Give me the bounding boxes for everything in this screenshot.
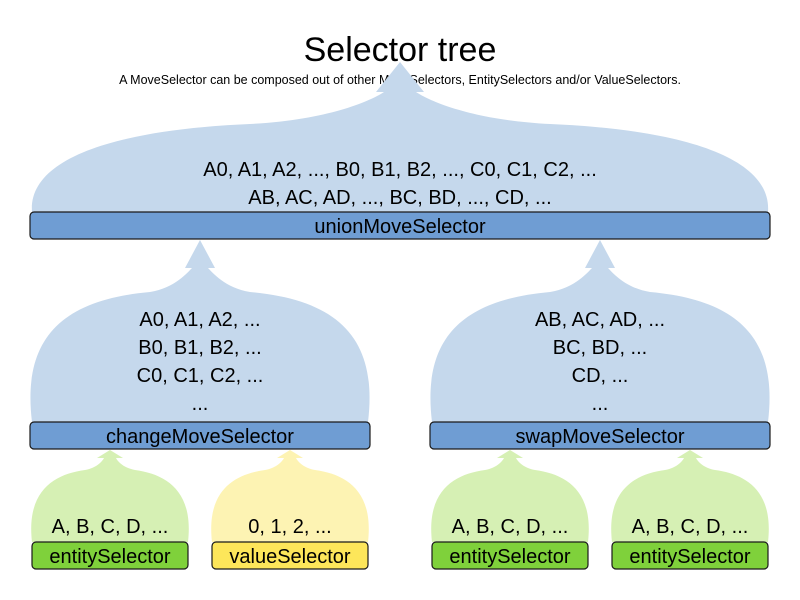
- entity-selector-label: entitySelector: [449, 546, 571, 568]
- change-move-selector-label: changeMoveSelector: [106, 426, 294, 448]
- entity-selector-label: entitySelector: [49, 546, 171, 568]
- change-line-4: ...: [192, 393, 209, 415]
- leaf-output-shape: [611, 450, 769, 542]
- entity-selector-box: [31, 541, 189, 570]
- union-move-selector-label: unionMoveSelector: [314, 216, 486, 238]
- leaf-output-shape: [31, 450, 189, 542]
- value-selector-label: valueSelector: [229, 546, 351, 568]
- swap-move-selector-label: swapMoveSelector: [516, 426, 685, 448]
- change-line-1: A0, A1, A2, ...: [139, 309, 260, 331]
- swap-line-2: BC, BD, ...: [553, 337, 647, 359]
- swap-output-shape: [430, 240, 770, 422]
- leaf-values-text: A, B, C, D, ...: [52, 516, 169, 538]
- swap-line-1: AB, AC, AD, ...: [535, 309, 665, 331]
- leaf-entity-selector: A, B, C, D, ... entitySelector: [431, 450, 589, 570]
- value-selector-box: [211, 541, 369, 570]
- swap-move-selector-box: [429, 421, 771, 450]
- swap-line-3: CD, ...: [572, 365, 629, 387]
- leaf-entity-selector: A, B, C, D, ... entitySelector: [611, 450, 769, 570]
- change-move-selector-box: [29, 421, 371, 450]
- change-line-2: B0, B1, B2, ...: [138, 337, 261, 359]
- leaf-values-text: A, B, C, D, ...: [452, 516, 569, 538]
- union-move-selector-box: [29, 211, 771, 240]
- union-line-1: A0, A1, A2, ..., B0, B1, B2, ..., C0, C1…: [203, 159, 597, 181]
- leaf-output-shape: [211, 450, 369, 542]
- leaf-output-shape: [431, 450, 589, 542]
- change-output-shape: [30, 240, 370, 422]
- swap-line-4: ...: [592, 393, 609, 415]
- entity-selector-box: [611, 541, 769, 570]
- change-line-3: C0, C1, C2, ...: [137, 365, 264, 387]
- leaf-values-text: A, B, C, D, ...: [632, 516, 749, 538]
- leaf-values-text: 0, 1, 2, ...: [248, 516, 331, 538]
- leaf-value-selector: 0, 1, 2, ... valueSelector: [211, 450, 369, 570]
- entity-selector-box: [431, 541, 589, 570]
- entity-selector-label: entitySelector: [629, 546, 751, 568]
- leaf-entity-selector: A, B, C, D, ... entitySelector: [31, 450, 189, 570]
- union-line-2: AB, AC, AD, ..., BC, BD, ..., CD, ...: [248, 187, 551, 209]
- union-output-shape: [31, 62, 769, 212]
